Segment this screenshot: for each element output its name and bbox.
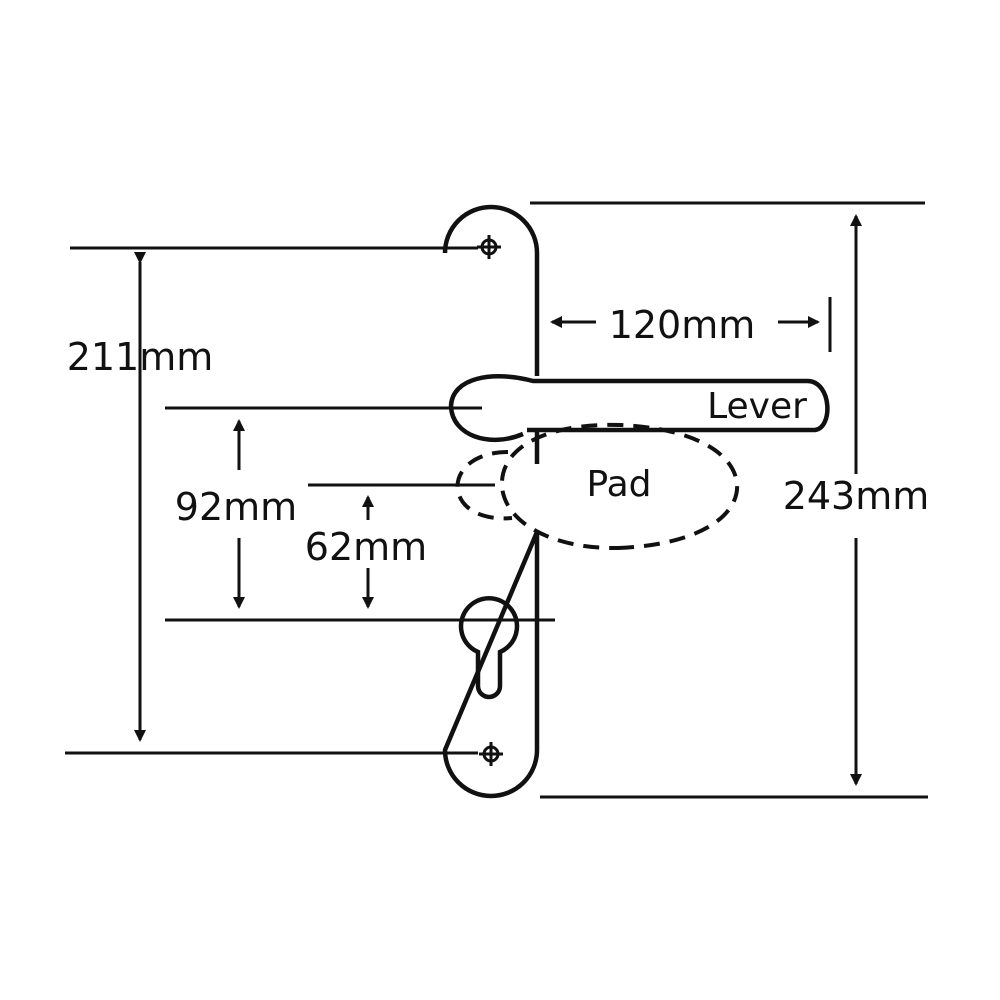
dimension-label-120mm: 120mm <box>609 303 756 347</box>
top-screw-hole-icon <box>477 235 501 259</box>
backplate-outline <box>442 204 540 799</box>
bottom-screw-hole-icon <box>479 742 503 766</box>
lever-handle-outline <box>448 374 830 443</box>
dimension-label-62mm: 62mm <box>305 525 427 569</box>
pad-inner-dashed-arc <box>455 450 513 521</box>
dimension-label-243mm: 243mm <box>783 474 930 518</box>
dimension-label-92mm: 92mm <box>175 485 297 529</box>
pad-outline <box>499 422 740 551</box>
dimension-label-211mm: 211mm <box>67 335 214 379</box>
pad-label: Pad <box>586 464 651 505</box>
lever-label: Lever <box>707 386 807 427</box>
